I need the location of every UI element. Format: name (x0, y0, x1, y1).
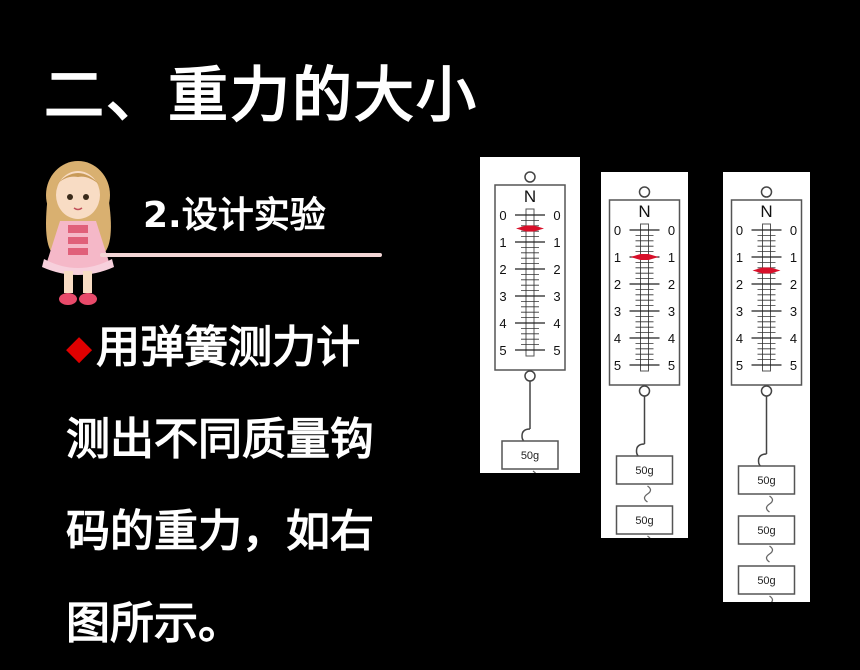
tick-label-right: 5 (790, 358, 797, 373)
spring-scale-1: N 0 0 1 1 2 2 3 3 4 4 5 5 50g (480, 157, 580, 473)
tick-label-left: 4 (736, 331, 743, 346)
bottom-ring-icon (524, 370, 536, 382)
tick-label-right: 2 (790, 277, 797, 292)
weight-hook-icon (647, 535, 651, 538)
tick-label-right: 0 (553, 208, 560, 223)
tick-label-left: 4 (614, 331, 621, 346)
tick-label-right: 3 (790, 304, 797, 319)
tick-label-right: 3 (553, 289, 560, 304)
tick-label-right: 2 (553, 262, 560, 277)
spring-scale-drawing: N 0 0 1 1 2 2 3 3 4 4 5 5 50g 50g (608, 186, 681, 538)
tick-label-left: 2 (499, 262, 506, 277)
unit-label: N (638, 202, 650, 221)
tick-label-left: 5 (736, 358, 743, 373)
tick-label-left: 1 (499, 235, 506, 250)
hook-weight (501, 440, 559, 470)
tick-label-right: 3 (668, 304, 675, 319)
weight-hook-icon (769, 595, 774, 602)
tick-label-left: 3 (614, 304, 621, 319)
pointer-indicator (516, 225, 544, 232)
scale-slot (525, 208, 535, 357)
tick-label-right: 4 (553, 316, 560, 331)
diamond-bullet-icon: ◆ (66, 328, 93, 368)
bottom-ring-icon (760, 385, 773, 397)
tick-label-left: 1 (614, 250, 621, 265)
tick-label-left: 3 (736, 304, 743, 319)
weight-hook-icon (532, 470, 536, 473)
tick-label-right: 4 (790, 331, 797, 346)
pointer-indicator (630, 254, 659, 260)
tick-label-right: 1 (668, 250, 675, 265)
bottom-ring-icon (638, 385, 651, 397)
scale-slot (640, 223, 649, 372)
body-line-1-text: 用弹簧测力计 (96, 322, 361, 373)
body-line-2: 测出不同质量钩 (66, 414, 374, 465)
unit-label: N (760, 202, 772, 221)
weight-label: 50g (757, 475, 775, 487)
weight-hook-icon (765, 545, 774, 563)
hook-weight (615, 505, 674, 535)
girl-illustration (42, 161, 114, 305)
tick-label-left: 5 (499, 343, 506, 358)
tick-label-left: 1 (736, 250, 743, 265)
tick-label-left: 5 (614, 358, 621, 373)
hook-weight (737, 465, 796, 495)
tick-label-left: 0 (614, 223, 621, 238)
scale-slot (762, 223, 771, 372)
weight-label: 50g (757, 575, 775, 587)
tick-label-left: 4 (499, 316, 506, 331)
tick-label-right: 1 (790, 250, 797, 265)
slide-title: 二、重力的大小 (44, 61, 478, 131)
weight-label: 50g (757, 525, 775, 537)
tick-label-left: 3 (499, 289, 506, 304)
spring-scale-2: N 0 0 1 1 2 2 3 3 4 4 5 5 50g 50g (601, 172, 688, 538)
body-line-4: 图所示。 (66, 598, 242, 649)
hook-weight (615, 455, 674, 485)
top-ring-icon (638, 186, 651, 198)
tick-label-right: 5 (668, 358, 675, 373)
section-subtitle: 2.设计实验 (143, 195, 326, 236)
top-ring-icon (524, 171, 536, 183)
body-line-1: ◆用弹簧测力计 (66, 302, 416, 394)
weight-hook-icon (643, 485, 652, 503)
tick-label-left: 0 (736, 223, 743, 238)
body-line-3: 码的重力，如右 (66, 506, 374, 557)
tick-label-left: 2 (614, 277, 621, 292)
tick-label-right: 1 (553, 235, 560, 250)
body-text: ◆用弹簧测力计 测出不同质量钩 码的重力，如右 图所示。 (66, 302, 416, 670)
weight-label: 50g (635, 515, 653, 527)
top-ring-icon (760, 186, 773, 198)
spring-scale-drawing: N 0 0 1 1 2 2 3 3 4 4 5 5 50g 50g 50g (730, 186, 803, 602)
tick-label-right: 4 (668, 331, 675, 346)
tick-label-left: 0 (499, 208, 506, 223)
tick-label-right: 0 (668, 223, 675, 238)
pointer-indicator (752, 267, 781, 274)
weight-label: 50g (635, 465, 653, 477)
tick-label-left: 2 (736, 277, 743, 292)
hook-weight (737, 565, 796, 595)
spring-scale-3: N 0 0 1 1 2 2 3 3 4 4 5 5 50g 50g 50g (723, 172, 810, 602)
hook-weight (737, 515, 796, 545)
spring-scale-drawing: N 0 0 1 1 2 2 3 3 4 4 5 5 50g (494, 171, 566, 473)
tick-label-right: 2 (668, 277, 675, 292)
subtitle-underline (100, 253, 382, 257)
unit-label: N (524, 187, 536, 206)
tick-label-right: 0 (790, 223, 797, 238)
weight-label: 50g (521, 450, 539, 462)
weight-hook-icon (765, 495, 774, 513)
tick-label-right: 5 (553, 343, 560, 358)
